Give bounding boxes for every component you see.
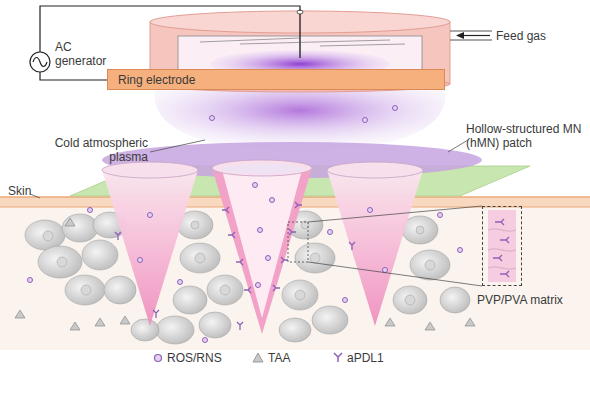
inset-box: PVP/PVA matrix	[482, 206, 522, 286]
electrode-band: Ring electrode	[107, 69, 445, 90]
node-label: Ring electrode	[118, 73, 258, 87]
node-label: PVP/PVA matrix	[477, 293, 567, 307]
legend-label: ROS/RNS	[167, 351, 222, 365]
legend-label: TAA	[268, 351, 290, 365]
annotation-label: Hollow-structured MN (hMN) patch	[466, 122, 588, 150]
annotation-label: Cold atmospheric plasma	[40, 136, 148, 164]
annotation-label: AC generator	[55, 40, 115, 68]
legend-label: aPDL1	[347, 351, 384, 365]
annotation-label: Skin	[8, 184, 48, 198]
annotation-label: Feed gas	[496, 29, 576, 43]
